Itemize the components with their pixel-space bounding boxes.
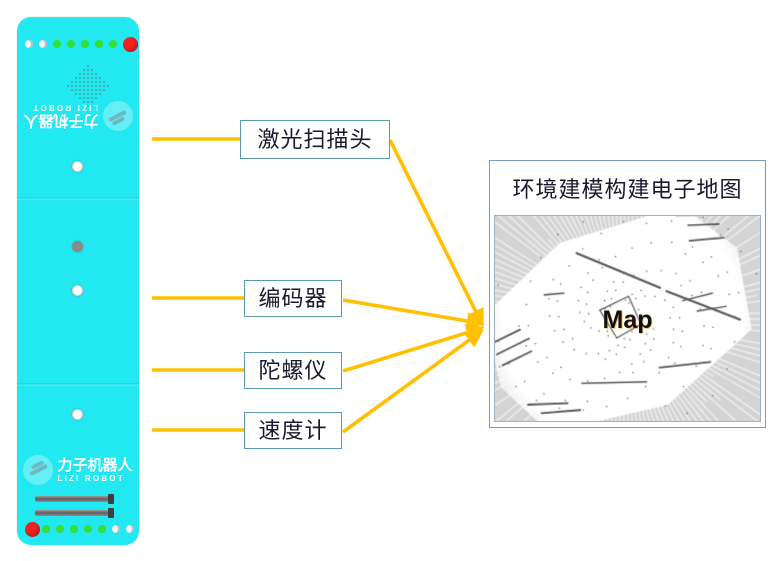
- led-green-5: [95, 40, 103, 48]
- arrow-laser-to-map: [388, 139, 484, 328]
- callout-label: 陀螺仪: [258, 357, 328, 383]
- arrow-gyro-to-map: [342, 324, 485, 373]
- brand-mark-icon: [102, 101, 133, 131]
- sensor-port-laser: [72, 161, 83, 172]
- callout-laser-scanner[interactable]: 激光扫描头: [240, 120, 390, 159]
- led-green-6: [109, 40, 117, 48]
- sensor-port-gyro: [72, 285, 83, 296]
- tool-bar-lower: [35, 508, 114, 518]
- callout-gyroscope[interactable]: 陀螺仪: [244, 352, 342, 389]
- brand-name-en: LIZI ROBOT: [31, 103, 99, 113]
- callout-speedometer[interactable]: 速度计: [244, 412, 342, 449]
- led-red-7: [123, 36, 138, 52]
- led-red-0: [25, 521, 40, 537]
- brand-logo-bottom: 力子机器人 LIZI ROBOT: [17, 455, 139, 485]
- led-row-bottom: [17, 521, 139, 537]
- callout-label: 编码器: [258, 285, 328, 311]
- arrow-speed-to-map: [341, 329, 484, 434]
- led-green-5: [98, 525, 106, 533]
- body-seam: [17, 197, 139, 200]
- brand-name-en: LIZI ROBOT: [57, 473, 125, 483]
- callout-encoder[interactable]: 编码器: [244, 280, 342, 317]
- brand-mark-icon: [23, 455, 54, 485]
- led-green-3: [70, 525, 78, 533]
- map-panel: 环境建模构建电子地图 Map: [489, 160, 766, 428]
- slam-map-image: Map: [494, 215, 761, 422]
- speaker-grille-icon: [64, 64, 112, 108]
- callout-label: 激光扫描头: [257, 126, 373, 152]
- led-green-2: [56, 525, 64, 533]
- robot-device: 力子机器人 LIZI ROBOT 力子机器人 LIZI ROBOT: [17, 17, 139, 545]
- map-panel-title: 环境建模构建电子地图: [512, 177, 743, 202]
- brand-logo-top: 力子机器人 LIZI ROBOT: [17, 101, 139, 131]
- led-white-6: [112, 525, 120, 533]
- led-green-1: [42, 525, 50, 533]
- sensor-port-encoder: [72, 241, 83, 252]
- led-row-top: [17, 36, 139, 52]
- led-green-4: [81, 40, 89, 48]
- led-green-2: [53, 40, 61, 48]
- led-white-7: [126, 525, 134, 533]
- led-green-3: [67, 40, 75, 48]
- map-image-label: Map: [602, 306, 653, 335]
- body-seam: [17, 383, 139, 386]
- arrow-encoder-to-map: [342, 298, 485, 330]
- sensor-port-speed: [72, 409, 83, 420]
- brand-name-cn: 力子机器人: [23, 112, 99, 130]
- led-white-0: [25, 40, 33, 48]
- led-green-4: [84, 525, 92, 533]
- led-white-1: [39, 40, 47, 48]
- brand-name-cn: 力子机器人: [57, 456, 133, 474]
- tool-bar-upper: [35, 494, 114, 504]
- slam-map-canvas: [495, 216, 760, 421]
- callout-label: 速度计: [258, 417, 328, 443]
